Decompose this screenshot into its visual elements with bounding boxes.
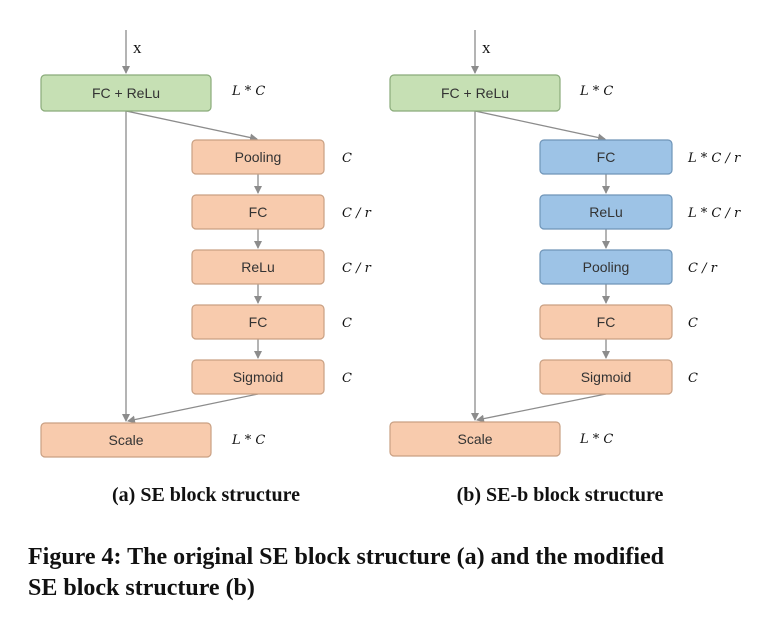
fc-relu-label: FC + ReLu (92, 85, 160, 101)
relu-dim: C / r (342, 261, 372, 276)
relu-dim: L * C / r (687, 206, 741, 221)
pooling-dim: C (342, 151, 352, 166)
pooling-box (191, 139, 325, 175)
relu-box (539, 194, 673, 230)
fc-label: FC (249, 314, 268, 330)
fc-label: FC (597, 314, 616, 330)
scale-box (389, 421, 561, 457)
sigmoid-box (539, 359, 673, 395)
fc-label: FC (249, 204, 268, 220)
input-label: x (482, 38, 491, 57)
sigmoid-box (191, 359, 325, 395)
fc-dim: C (342, 316, 352, 331)
fc-relu-dim: L * C (231, 84, 265, 99)
fc-box (191, 304, 325, 340)
panel-a-caption: (a) SE block structure (112, 484, 300, 506)
scale-box (40, 422, 212, 458)
pooling-label: Pooling (235, 149, 282, 165)
scale-label: Scale (108, 432, 143, 448)
pooling-dim: C / r (688, 261, 718, 276)
sigmoid-label: Sigmoid (233, 369, 284, 385)
figure-caption: Figure 4: The original SE block structur… (28, 542, 768, 604)
branch-in-arrow (474, 110, 606, 142)
fc-box (539, 304, 673, 340)
fc-dim: C / r (342, 206, 372, 221)
relu-label: ReLu (589, 204, 622, 220)
panel-a: x FC + ReLu L * C Pooling C FC C / r ReL… (40, 30, 372, 506)
fc-relu-dim: L * C (579, 84, 613, 99)
fc-dim: C (688, 316, 698, 331)
branch-in-arrow (125, 110, 258, 142)
fc-dim: L * C / r (687, 151, 741, 166)
figure-caption-line-1: Figure 4: The original SE block structur… (28, 544, 665, 570)
panel-b: x FC + ReLu L * C FC L * C / r ReLu L * … (389, 30, 741, 506)
scale-label: Scale (457, 431, 492, 447)
sigmoid-dim: C (688, 371, 698, 386)
figure-caption-line-2: SE block structure (b) (28, 575, 255, 601)
fc-relu-box (40, 74, 212, 112)
fc-relu-label: FC + ReLu (441, 85, 509, 101)
sigmoid-dim: C (342, 371, 352, 386)
pooling-label: Pooling (583, 259, 630, 275)
input-label: x (133, 38, 142, 57)
fc-box (539, 139, 673, 175)
fc-label: FC (597, 149, 616, 165)
scale-dim: L * C (231, 433, 265, 448)
fc-relu-box (389, 74, 561, 112)
branch-out-arrow (127, 393, 259, 424)
pooling-box (539, 249, 673, 285)
branch-out-arrow (476, 393, 607, 423)
scale-dim: L * C (579, 432, 613, 447)
fc-box (191, 194, 325, 230)
relu-box (191, 249, 325, 285)
relu-label: ReLu (241, 259, 274, 275)
sigmoid-label: Sigmoid (581, 369, 632, 385)
panel-b-caption: (b) SE-b block structure (457, 484, 664, 506)
